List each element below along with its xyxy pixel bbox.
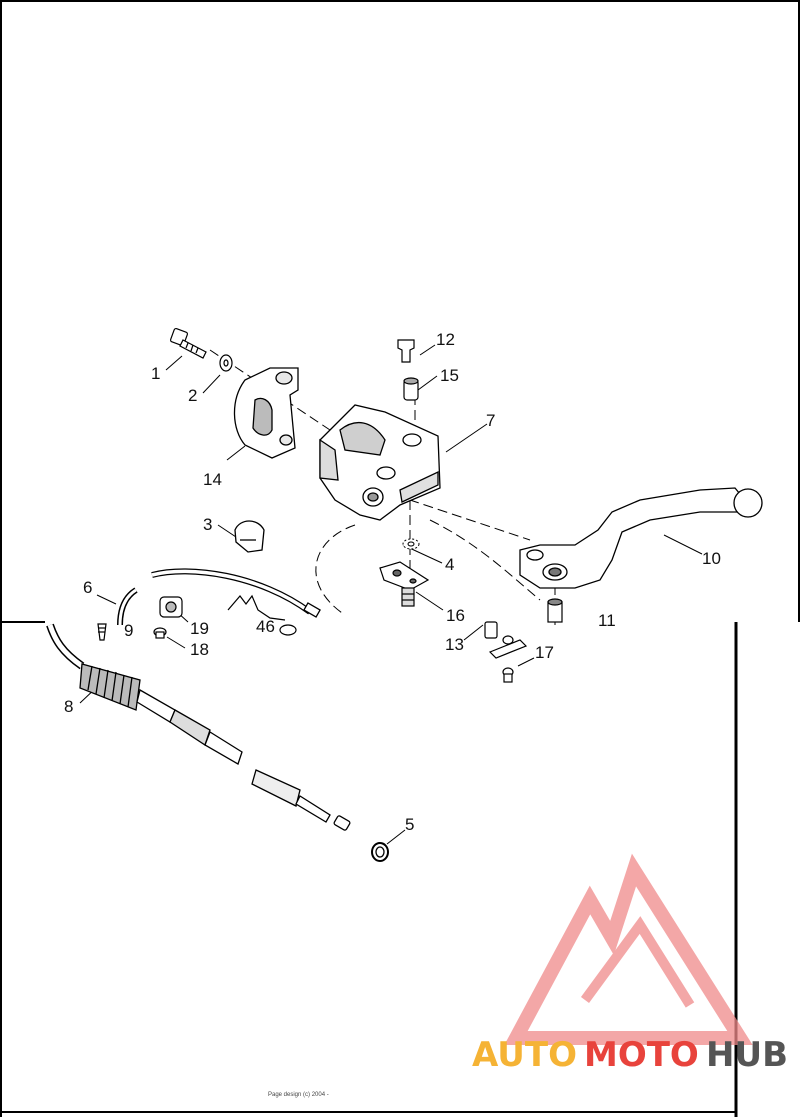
part-switch [159, 596, 183, 618]
part-spring [227, 594, 297, 636]
callout-13: 13 [445, 635, 464, 654]
part-pin [397, 339, 415, 363]
part-cable [46, 623, 351, 831]
callout-1: 1 [151, 364, 160, 383]
part-tab [488, 635, 528, 683]
callout-17: 17 [535, 643, 554, 662]
watermark-triangle-icon [504, 853, 753, 1045]
part-bushing [403, 377, 419, 401]
part-washer-2 [219, 354, 233, 372]
part-clamp [233, 367, 299, 459]
callout-15: 15 [440, 366, 459, 385]
part-pin-13 [484, 621, 498, 639]
callout-5: 5 [405, 815, 414, 834]
callout-14: 14 [203, 470, 222, 489]
part-screw-18 [153, 627, 167, 639]
footer-copyright: Page design (c) 2004 - [268, 1092, 329, 1098]
callout-6: 6 [83, 578, 92, 597]
watermark-logo: AUTO MOTO HUB [472, 853, 788, 1075]
callout-11: 11 [598, 611, 616, 630]
callout-7: 7 [486, 411, 495, 430]
part-bolt [169, 327, 207, 359]
part-washer-4 [402, 538, 420, 550]
callout-4: 4 [445, 555, 454, 574]
part-washer-5 [371, 842, 389, 862]
part-hose [117, 568, 321, 626]
part-plate [379, 561, 430, 607]
callout-18: 18 [190, 640, 209, 659]
part-boot-9 [97, 623, 107, 641]
callout-46: 46 [256, 617, 275, 636]
callout-19: 19 [190, 619, 209, 638]
callout-9: 9 [124, 621, 133, 640]
watermark-text-moto: MOTO [584, 1035, 699, 1075]
callout-12: 12 [436, 330, 455, 349]
callout-labels: 1 2 3 4 5 6 7 8 9 10 11 12 13 14 15 16 1… [64, 330, 721, 834]
callout-10: 10 [702, 549, 721, 568]
watermark-text-auto: AUTO [472, 1035, 577, 1075]
part-clip [234, 520, 265, 553]
part-lever-bracket [319, 404, 441, 521]
callout-8: 8 [64, 697, 73, 716]
callout-3: 3 [203, 515, 212, 534]
part-clutch-lever [519, 487, 763, 589]
callout-2: 2 [188, 386, 197, 405]
part-pivot [547, 598, 563, 623]
watermark-text-hub: HUB [706, 1035, 788, 1075]
callout-16: 16 [446, 606, 465, 625]
